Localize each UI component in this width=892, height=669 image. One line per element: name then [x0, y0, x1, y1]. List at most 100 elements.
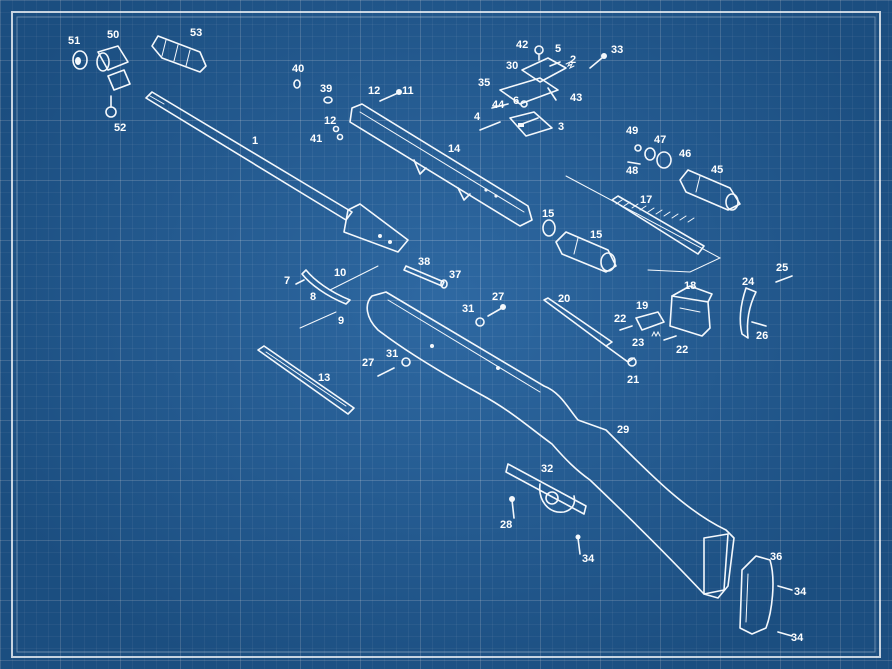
label-1: 1	[252, 135, 258, 147]
label-34-lower: 34	[791, 632, 804, 644]
label-3: 3	[558, 121, 564, 133]
label-12-lower: 12	[324, 115, 336, 127]
label-15-lower: 15	[590, 229, 602, 241]
part-31-nut-upper	[475, 317, 485, 327]
label-31-lower: 31	[386, 348, 398, 360]
label-39: 39	[320, 83, 332, 95]
label-51: 51	[68, 35, 80, 47]
part-36-butt-pad	[739, 555, 774, 635]
part-33-screw	[589, 53, 607, 69]
part-27-screw-lower	[377, 367, 395, 377]
part-34-screw-upper	[777, 585, 793, 591]
label-33: 33	[611, 44, 623, 56]
part-52-screw	[105, 95, 117, 118]
part-22b-pin	[663, 335, 677, 341]
label-5: 5	[555, 43, 561, 55]
part-23-spring	[651, 330, 661, 338]
part-34-screw-lower	[777, 631, 793, 637]
label-24: 24	[742, 276, 755, 288]
part-30-mount-top	[521, 57, 567, 83]
part-51-cap	[72, 50, 88, 70]
label-47: 47	[654, 134, 666, 146]
part-44-bolt	[491, 103, 509, 109]
part-7-pin	[295, 279, 305, 285]
label-27-upper: 27	[492, 291, 504, 303]
part-22a-pin	[619, 325, 633, 331]
part-20-rod	[543, 297, 637, 367]
label-34-upper: 34	[794, 586, 807, 598]
part-14-receiver	[349, 103, 533, 227]
label-25: 25	[776, 262, 788, 274]
label-41: 41	[310, 133, 322, 145]
label-9: 9	[338, 315, 344, 327]
label-44: 44	[492, 99, 505, 111]
part-29-stock	[366, 291, 735, 599]
part-35-clamp	[499, 77, 559, 105]
part-47-washer	[644, 147, 656, 161]
label-49: 49	[626, 125, 638, 137]
label-43: 43	[570, 92, 582, 104]
label-11: 11	[402, 85, 414, 97]
label-2: 2	[570, 54, 576, 66]
label-21: 21	[627, 374, 639, 386]
part-10-guide	[329, 265, 379, 291]
label-34-center: 34	[582, 553, 595, 565]
label-10: 10	[334, 267, 346, 279]
part-50-cylinder	[96, 45, 131, 91]
label-32: 32	[541, 463, 553, 475]
part-4-pin	[479, 121, 501, 131]
label-8: 8	[310, 291, 316, 303]
label-35: 35	[478, 77, 490, 89]
label-40: 40	[292, 63, 304, 75]
label-23: 23	[632, 337, 644, 349]
part-3-mount-base	[509, 111, 553, 137]
part-48-pin	[627, 161, 641, 165]
label-22-left: 22	[614, 313, 626, 325]
part-19-sear	[635, 311, 665, 331]
label-22-right: 22	[676, 344, 688, 356]
label-29: 29	[617, 424, 629, 436]
label-48: 48	[626, 165, 638, 177]
label-7: 7	[284, 275, 290, 287]
label-19: 19	[636, 300, 648, 312]
part-17-spring	[565, 175, 722, 273]
label-15-upper: 15	[542, 208, 554, 220]
part-31-nut-lower	[401, 357, 411, 367]
label-17: 17	[640, 194, 652, 206]
label-46: 46	[679, 148, 691, 160]
label-42: 42	[516, 39, 528, 51]
label-4: 4	[474, 111, 481, 123]
part-39-pin	[323, 96, 333, 104]
part-45-cylinder	[679, 169, 741, 211]
part-11-screw	[379, 89, 402, 102]
part-41-pin	[336, 133, 344, 141]
label-31-upper: 31	[462, 303, 474, 315]
part-13-bar	[257, 345, 355, 415]
label-45: 45	[711, 164, 723, 176]
part-27-screw-upper	[487, 304, 506, 317]
part-34-screw-center	[575, 534, 581, 555]
part-32-trigger-guard	[505, 463, 587, 515]
label-14: 14	[448, 143, 461, 155]
label-38-upper: 38	[418, 256, 430, 268]
part-49-pin	[634, 144, 642, 152]
label-28: 28	[500, 519, 512, 531]
part-8-lever	[301, 269, 351, 305]
part-28-screw	[509, 496, 515, 519]
part-16-piston	[555, 231, 617, 273]
part-18-trigger-housing	[669, 285, 713, 337]
part-24-trigger	[739, 287, 757, 339]
blueprint-inner-border	[16, 16, 876, 653]
blueprint-border	[11, 11, 881, 658]
part-26-pin	[751, 321, 767, 327]
label-27-lower: 27	[362, 357, 374, 369]
label-36: 36	[770, 551, 782, 563]
part-9-rod	[299, 311, 337, 329]
label-20: 20	[558, 293, 570, 305]
part-38-rod	[403, 265, 448, 289]
part-42-knob	[534, 45, 544, 61]
label-52: 52	[114, 122, 126, 134]
part-1-barrel	[145, 91, 409, 253]
part-25-screw	[775, 275, 793, 283]
